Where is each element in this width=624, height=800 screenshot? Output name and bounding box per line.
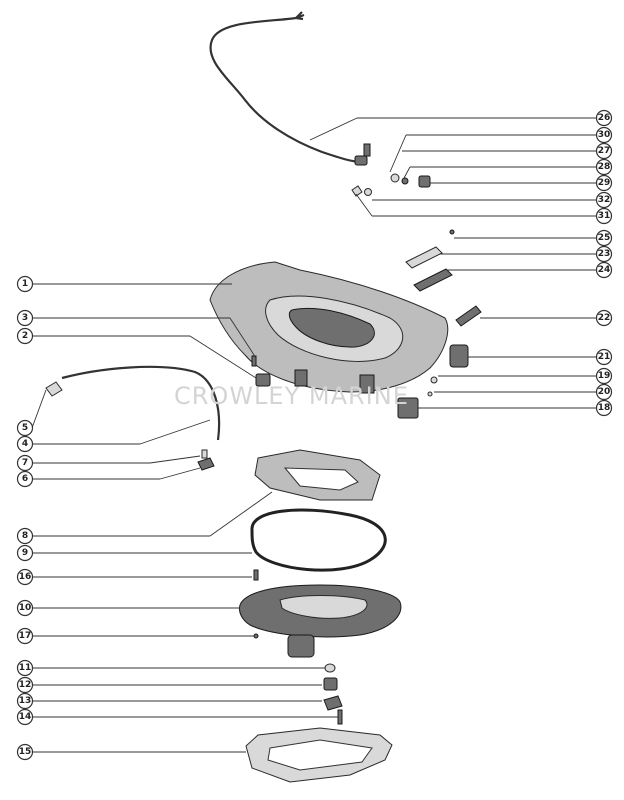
callout-32: 32 <box>595 191 613 209</box>
screw-16 <box>253 569 259 581</box>
callout-5: 5 <box>16 419 34 437</box>
callout-4: 4 <box>16 435 34 453</box>
svg-text:15: 15 <box>19 747 32 757</box>
svg-text:7: 7 <box>22 458 28 468</box>
callout-27: 27 <box>595 142 613 160</box>
svg-text:30: 30 <box>598 130 611 140</box>
svg-text:26: 26 <box>598 113 611 123</box>
callout-24: 24 <box>595 261 613 279</box>
callout-13: 13 <box>16 692 34 710</box>
callout-3: 3 <box>16 309 34 327</box>
svg-text:11: 11 <box>19 663 32 673</box>
callout-15: 15 <box>16 743 34 761</box>
svg-text:18: 18 <box>598 403 611 413</box>
gasket-upper <box>254 449 381 501</box>
svg-text:23: 23 <box>598 249 611 259</box>
svg-text:29: 29 <box>598 178 611 188</box>
callout-10: 10 <box>16 599 34 617</box>
hose-and-fittings <box>45 355 271 471</box>
callout-12: 12 <box>16 676 34 694</box>
callout-7: 7 <box>16 454 34 472</box>
svg-text:14: 14 <box>19 712 32 722</box>
callout-22: 22 <box>595 309 613 327</box>
svg-text:21: 21 <box>598 352 611 362</box>
svg-text:12: 12 <box>19 680 32 690</box>
callout-8: 8 <box>16 527 34 545</box>
callout-26: 26 <box>595 109 613 127</box>
callout-21: 21 <box>595 348 613 366</box>
callout-17: 17 <box>16 627 34 645</box>
callout-23: 23 <box>595 245 613 263</box>
callout-25: 25 <box>595 229 613 247</box>
svg-text:28: 28 <box>598 162 611 172</box>
svg-text:6: 6 <box>22 474 28 484</box>
bottom-cowl <box>209 261 449 394</box>
svg-text:2: 2 <box>22 331 28 341</box>
callout-16: 16 <box>16 568 34 586</box>
svg-text:1: 1 <box>22 279 28 289</box>
svg-text:27: 27 <box>598 146 611 156</box>
svg-text:3: 3 <box>22 313 28 323</box>
callout-14: 14 <box>16 708 34 726</box>
callout-30: 30 <box>595 126 613 144</box>
gasket-lower <box>245 727 393 783</box>
seal-ring <box>250 508 387 572</box>
svg-text:25: 25 <box>598 233 611 243</box>
callout-2: 2 <box>16 327 34 345</box>
callout-18: 18 <box>595 399 613 417</box>
svg-text:31: 31 <box>598 211 611 221</box>
callout-31: 31 <box>595 207 613 225</box>
svg-text:22: 22 <box>598 313 611 323</box>
svg-text:10: 10 <box>19 603 32 613</box>
svg-text:4: 4 <box>22 439 28 449</box>
svg-text:8: 8 <box>22 531 28 541</box>
svg-text:32: 32 <box>598 195 611 205</box>
svg-text:19: 19 <box>598 371 611 381</box>
callout-19: 19 <box>595 367 613 385</box>
washer-17 <box>253 633 259 639</box>
svg-text:24: 24 <box>598 265 611 275</box>
svg-text:17: 17 <box>19 631 32 641</box>
small-parts-cluster <box>351 173 455 235</box>
callout-28: 28 <box>595 158 613 176</box>
svg-text:5: 5 <box>22 423 28 433</box>
callout-9: 9 <box>16 544 34 562</box>
callout-20: 20 <box>595 383 613 401</box>
watermark: CROWLEY MARINE <box>174 382 409 410</box>
svg-text:20: 20 <box>598 387 611 397</box>
callout-1: 1 <box>16 275 34 293</box>
callout-6: 6 <box>16 470 34 488</box>
svg-text:13: 13 <box>19 696 32 706</box>
bottom-small-parts <box>323 663 343 725</box>
adapter-plate <box>239 584 402 658</box>
leader-lines <box>31 117 597 753</box>
svg-text:9: 9 <box>22 548 28 558</box>
callout-29: 29 <box>595 174 613 192</box>
wire-harness <box>209 11 371 166</box>
callout-11: 11 <box>16 659 34 677</box>
svg-text:16: 16 <box>19 572 32 582</box>
